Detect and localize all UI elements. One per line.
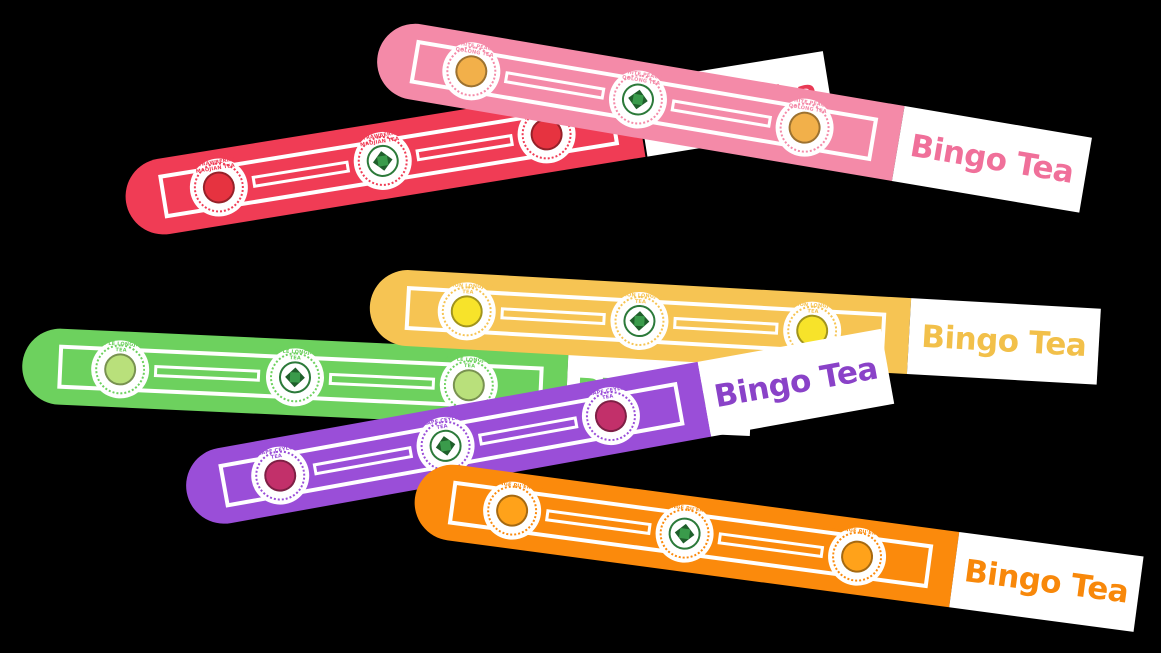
brand-tab: Bingo Tea [891,106,1092,213]
brand-logo-text: Bingo Tea [920,318,1088,364]
brand-logo-text: Bingo Tea [711,350,881,416]
brand-logo-text: Bingo Tea [962,553,1131,611]
brand-logo-text: Bingo Tea [907,127,1077,191]
brand-tab: Bingo Tea [949,531,1144,632]
brand-tab: Bingo Tea [906,298,1101,385]
